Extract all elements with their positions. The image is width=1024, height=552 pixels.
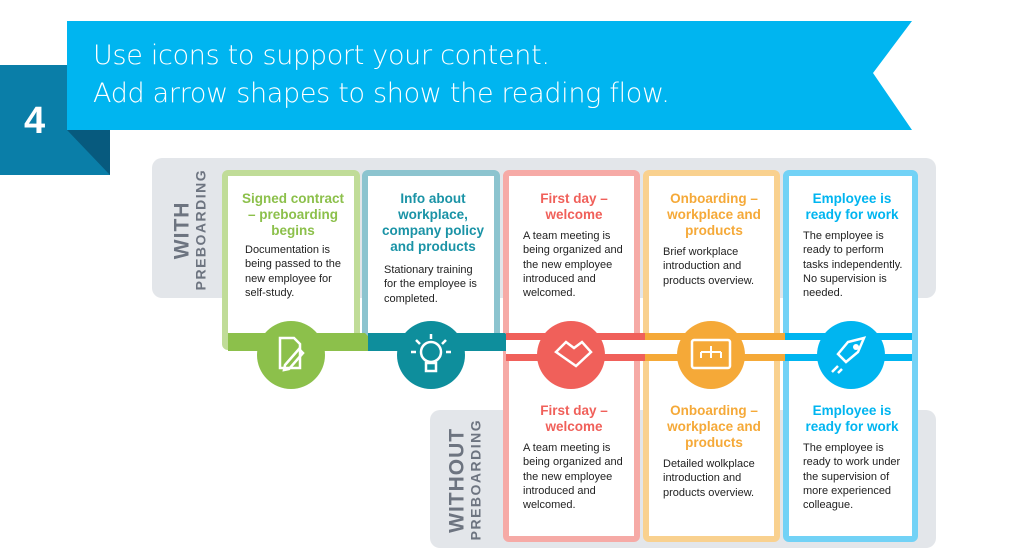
card-title: Onboarding – workplace and products <box>667 403 761 450</box>
card-title: First day – welcome <box>540 191 608 222</box>
without-card-3-content: Employee is ready for work The employee … <box>797 403 907 512</box>
without-card-2-content: Onboarding – workplace and products Deta… <box>659 403 769 500</box>
card-title: Signed contract – preboarding begins <box>241 191 344 238</box>
header-banner <box>0 21 912 175</box>
card-title: Employee is ready for work <box>805 191 899 222</box>
card-text: Detailed wolkplace introduction and prod… <box>663 458 755 499</box>
card-text: The employee is ready to work under the … <box>803 442 901 512</box>
lightbulb-icon <box>397 321 465 389</box>
card-title: Info about workplace, company policy and… <box>381 191 485 254</box>
card-title: First day – welcome <box>540 403 608 434</box>
step-number: 4 <box>24 100 46 142</box>
card-3-content: First day – welcome A team meeting is be… <box>519 191 629 300</box>
org-chart-icon <box>677 321 745 389</box>
handshake-icon <box>537 321 605 389</box>
card-text: Stationary training for the employee is … <box>384 264 477 305</box>
header-line-1: Use icons to support your content. <box>93 40 550 71</box>
card-5-content: Employee is ready for work The employee … <box>797 191 907 300</box>
rocket-icon <box>817 321 885 389</box>
card-text: The employee is ready to perform tasks i… <box>803 230 903 300</box>
card-1-content: Signed contract – preboarding begins Doc… <box>238 191 348 300</box>
card-text: Brief workplace introduction and product… <box>663 246 755 287</box>
card-signed-contract <box>222 170 360 350</box>
card-title: Employee is ready for work <box>805 403 899 434</box>
without-card-1-content: First day – welcome A team meeting is be… <box>519 403 629 512</box>
card-info-workplace <box>362 170 500 350</box>
card-text: Documentation is being passed to the new… <box>245 244 342 299</box>
card-4-content: Onboarding – workplace and products Brie… <box>659 191 769 288</box>
card-2-content: Info about workplace, company policy and… <box>378 191 488 306</box>
document-pen-icon <box>257 321 325 389</box>
card-text: A team meeting is being organized and th… <box>523 442 623 512</box>
header-line-2: Add arrow shapes to show the reading flo… <box>93 78 670 109</box>
card-text: A team meeting is being organized and th… <box>523 230 623 300</box>
card-title: Onboarding – workplace and products <box>667 191 761 238</box>
